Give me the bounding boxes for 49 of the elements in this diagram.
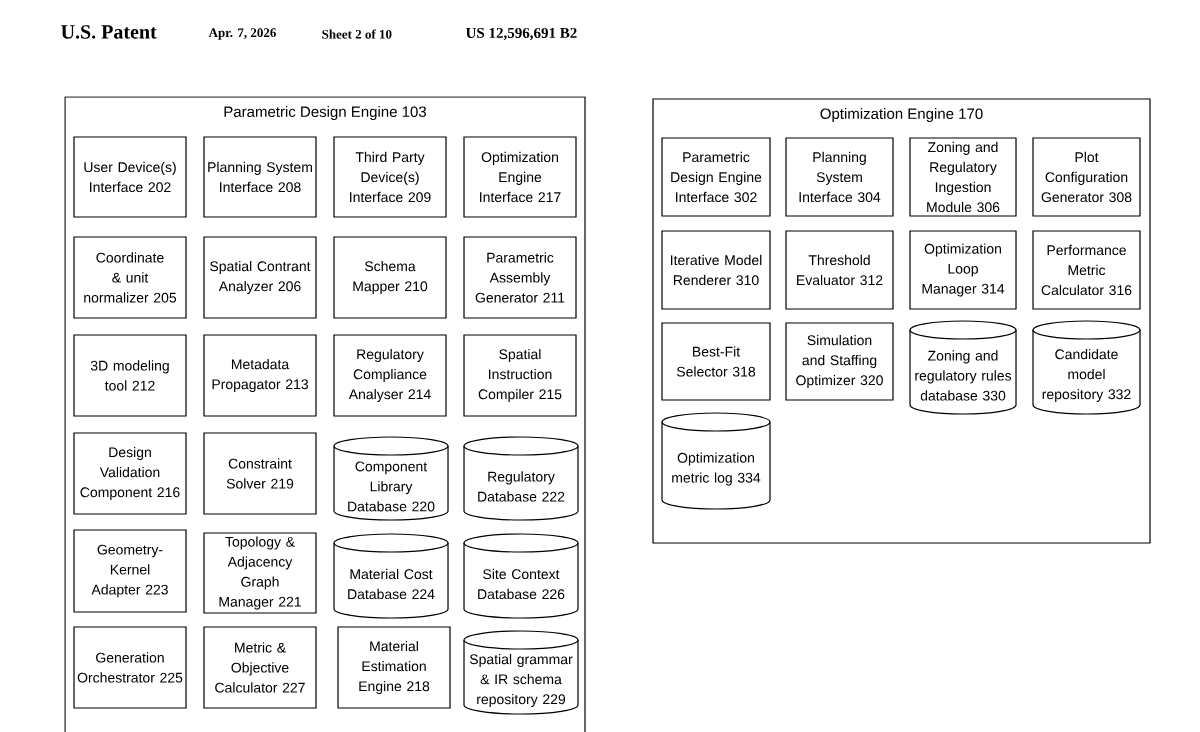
module-box: Simulation and Staffing Optimizer 320 (785, 322, 894, 401)
module-box: Parametric Design Engine Interface 302 (661, 137, 771, 217)
module-box: Iterative Model Renderer 310 (661, 230, 771, 310)
database-cylinder: Optimization metric log 334 (661, 412, 771, 510)
database-cylinder: Component Library Database 220 (333, 436, 449, 521)
database-cylinder: Regulatory Database 222 (463, 436, 579, 521)
database-cylinder: Zoning and regulatory rules database 330 (909, 320, 1017, 415)
node-label: Material Cost Database 224 (348, 568, 435, 600)
module-box: Generation Orchestrator 225 (73, 626, 187, 709)
module-box: Metric & Objective Calculator 227 (203, 626, 317, 709)
module-box: Zoning and Regulatory Ingestion Module 306 (909, 137, 1017, 217)
node-label: Optimization metric log 334 (672, 452, 761, 486)
module-box: Performance Metric Calculator 316 (1032, 230, 1141, 310)
module-box: Coordinate & unit normalizer 205 (73, 236, 187, 319)
header-text: US 12,596,691 B2 (466, 27, 577, 41)
module-box: Constraint Solver 219 (203, 432, 317, 515)
header-text: U.S. Patent (61, 25, 157, 39)
module-box: Threshold Evaluator 312 (785, 230, 894, 310)
module-box: Spatial Contrant Analyzer 206 (203, 236, 317, 319)
module-box: Planning System Interface 208 (203, 136, 317, 218)
module-box: Best-Fit Selector 318 (661, 322, 771, 401)
node-label: Site Context Database 226 (478, 568, 565, 600)
module-box: Parametric Assembly Generator 211 (463, 236, 577, 319)
module-box: Geometry-Kernel Adapter 223 (73, 529, 187, 613)
node-label: Spatial grammar & IR schema repository 229 (469, 653, 573, 708)
module-box: Material Estimation Engine 218 (337, 626, 451, 709)
module-box: User Device(s) Interface 202 (73, 136, 187, 218)
database-cylinder: Spatial grammar & IR schema repository 229 (463, 630, 579, 715)
module-box: Design Validation Component 216 (73, 432, 187, 515)
module-box: Optimization Loop Manager 314 (909, 230, 1017, 310)
database-cylinder: Candidate model repository 332 (1032, 320, 1141, 415)
module-box: Optimization Engine Interface 217 (463, 136, 577, 218)
module-box: Regulatory Compliance Analyser 214 (333, 334, 447, 417)
module-box: Plot Configuration Generator 308 (1032, 137, 1141, 217)
module-box: Metadata Propagator 213 (203, 334, 317, 417)
module-box: Spatial Instruction Compiler 215 (463, 334, 577, 417)
module-box: Third Party Device(s) Interface 209 (333, 136, 447, 218)
database-cylinder: Material Cost Database 224 (333, 533, 449, 619)
module-box: Planning System Interface 304 (785, 137, 894, 217)
node-label: Component Library Database 220 (348, 461, 435, 512)
node-label: Zoning and regulatory rules database 330 (915, 350, 1012, 401)
header-text: Apr. 7, 2026 (208, 28, 276, 40)
node-label: Candidate model repository 332 (1042, 348, 1131, 403)
module-box: Schema Mapper 210 (333, 236, 447, 319)
module-box: Topology & Adjacency Graph Manager 221 (203, 532, 317, 614)
node-label: Regulatory Database 222 (478, 471, 565, 502)
header-text: Sheet 2 of 10 (322, 29, 392, 39)
module-box: 3D modeling tool 212 (73, 334, 187, 417)
database-cylinder: Site Context Database 226 (463, 533, 579, 619)
